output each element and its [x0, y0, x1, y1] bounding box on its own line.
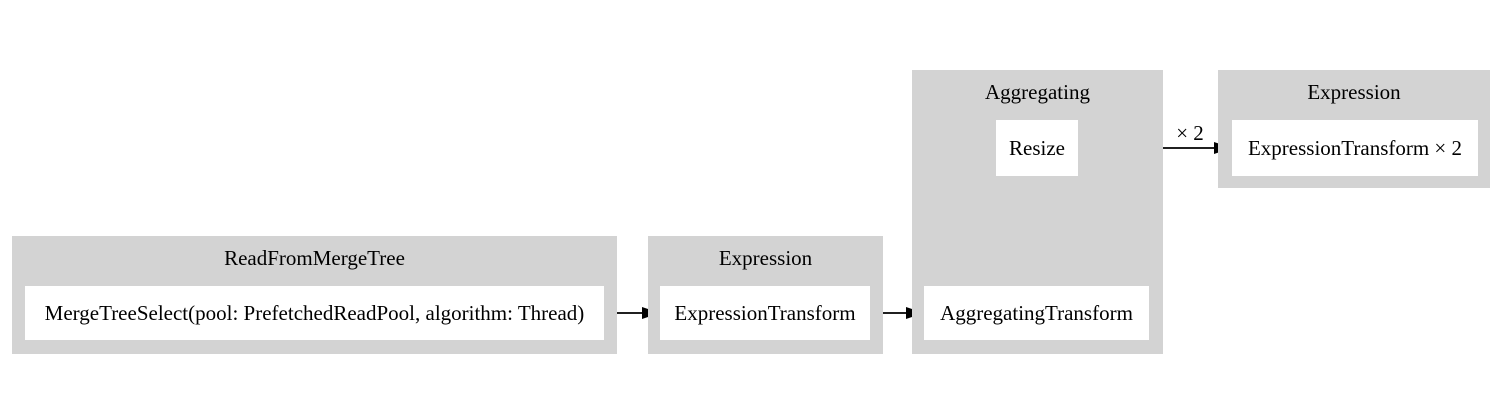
- cluster-title-expression-1: Expression: [718, 246, 813, 270]
- cluster-title-expression-2: Expression: [1307, 80, 1401, 104]
- edge-multiplicity-label: × 2: [1176, 121, 1204, 145]
- cluster-expression-1: Expression ExpressionTransform: [648, 236, 883, 354]
- node-resize: Resize: [996, 120, 1078, 176]
- cluster-title-aggregating: Aggregating: [985, 80, 1090, 104]
- cluster-aggregating: Aggregating Resize AggregatingTransform: [912, 70, 1163, 354]
- node-expressiontransform: ExpressionTransform: [660, 286, 870, 340]
- node-aggregatingtransform: AggregatingTransform: [924, 286, 1149, 340]
- cluster-readfrommergetree: ReadFromMergeTree MergeTreeSelect(pool: …: [12, 236, 617, 354]
- cluster-expression-2: Expression ExpressionTransform × 2: [1218, 70, 1490, 188]
- node-expressiontransform-x2: ExpressionTransform × 2: [1232, 120, 1478, 176]
- cluster-title-readfrommergetree: ReadFromMergeTree: [224, 246, 405, 270]
- node-mergetreeselect: MergeTreeSelect(pool: PrefetchedReadPool…: [25, 286, 604, 340]
